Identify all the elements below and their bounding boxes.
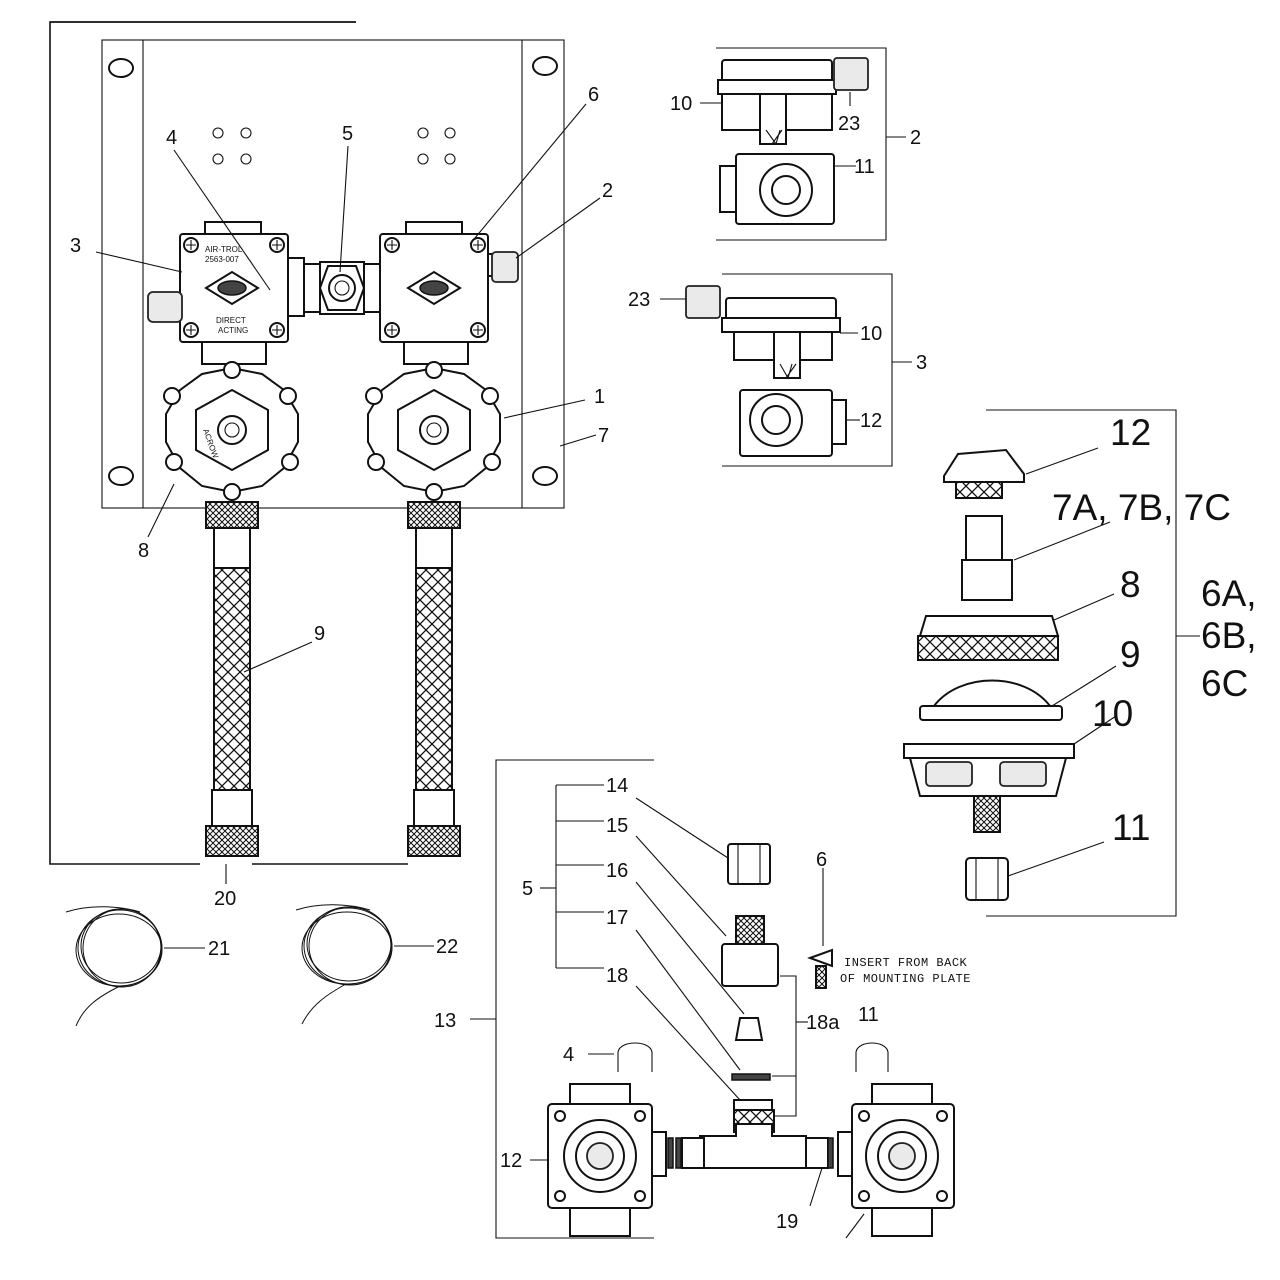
- part-17: 17: [606, 907, 628, 929]
- callout-5: 5: [342, 123, 353, 145]
- callout-20: 20: [214, 888, 236, 910]
- leader-line: [559, 434, 597, 447]
- callout-4: 4: [166, 127, 177, 149]
- detail-3-part-10: 10: [860, 323, 882, 345]
- valve-part-number-text: 2563-007: [205, 255, 239, 264]
- tubing-coil-left: 21: [65, 906, 230, 1027]
- screw-hole-group: [212, 127, 252, 165]
- center-tee: [303, 261, 381, 315]
- callout-19: 19: [776, 1211, 798, 1233]
- part-15: 15: [606, 815, 628, 837]
- detail-6-label: 6C: [1201, 663, 1248, 704]
- callout-2: 2: [602, 180, 613, 202]
- callout-clip-11: 11: [858, 1004, 879, 1026]
- insert-note-line1: INSERT FROM BACK: [844, 956, 968, 970]
- detail-6-part-7: 7A, 7B, 7C: [1052, 487, 1231, 528]
- detail-3-part-12: 12: [860, 410, 882, 432]
- detail-2-part-11: 11: [854, 156, 875, 178]
- manifold-body-right: [837, 1083, 955, 1237]
- left-gauge: ACROW: [163, 361, 299, 501]
- detail-6-label: 6A,: [1201, 573, 1257, 614]
- group-label-5: 5: [522, 878, 533, 900]
- detail-valve-2: 2 10 23 11: [670, 47, 921, 241]
- detail-6-part-9: 9: [1120, 634, 1141, 675]
- valve-mode-text: DIRECT: [216, 316, 246, 325]
- callout-body-12: 12: [500, 1150, 522, 1172]
- callout-8: 8: [138, 540, 149, 562]
- o-ring-stack-left: [667, 1137, 682, 1169]
- callout-3: 3: [70, 235, 81, 257]
- detail-manifold-13: 13 5 14 15 16 17 18 18a: [434, 759, 971, 1239]
- callout-7: 7: [598, 425, 609, 447]
- callout-detail-3: 3: [916, 352, 927, 374]
- leader-line: [469, 103, 587, 245]
- right-gauge: [365, 361, 501, 501]
- callout-22: 22: [436, 936, 458, 958]
- detail-6-part-8: 8: [1120, 564, 1141, 605]
- leader-line: [147, 483, 175, 538]
- screw-hole-group: [417, 127, 456, 165]
- leader-line: [515, 197, 601, 259]
- leader-line: [339, 145, 349, 273]
- part-18: 18: [606, 965, 628, 987]
- callout-clip-4: 4: [563, 1044, 574, 1066]
- part-14: 14: [606, 775, 628, 797]
- detail-3-part-23: 23: [628, 289, 650, 311]
- detail-6-part-12: 12: [1110, 412, 1151, 453]
- callout-1: 1: [594, 386, 605, 408]
- manifold-body-left: [547, 1083, 667, 1237]
- mounting-slot: [532, 56, 558, 76]
- callout-21: 21: [208, 938, 230, 960]
- o-ring-stack-right: [827, 1137, 834, 1169]
- main-assembly: AIR-TROL 2563-007 DIRECT ACTING: [49, 21, 613, 865]
- part-16: 16: [606, 860, 628, 882]
- mounting-plate: [101, 39, 565, 509]
- mounting-slot: [108, 466, 134, 486]
- insert-note-line2: OF MOUNTING PLATE: [840, 972, 971, 986]
- leader-line: [173, 149, 271, 291]
- detail-6-label: 6B,: [1201, 615, 1257, 656]
- tubing-coil-right: 22: [295, 904, 458, 1025]
- leader-line: [95, 251, 183, 273]
- detail-2-part-10: 10: [670, 93, 692, 115]
- left-hose: [205, 501, 259, 857]
- hose-kit-label: 20: [214, 864, 236, 910]
- leader-line: [243, 641, 313, 673]
- callout-9: 9: [314, 623, 325, 645]
- callout-6: 6: [588, 84, 599, 106]
- left-valve: AIR-TROL 2563-007 DIRECT ACTING: [147, 221, 305, 365]
- callout-detail-2: 2: [910, 127, 921, 149]
- detail-regulator-6: 6A, 6B, 6C 12 7A, 7B, 7C 8 9 10: [903, 409, 1257, 917]
- valve-brand-text: AIR-TROL: [205, 245, 243, 254]
- detail-valve-3: 3 23 10 12: [628, 273, 927, 467]
- right-hose: [407, 501, 461, 857]
- detail-6-part-10: 10: [1092, 693, 1133, 734]
- callout-13: 13: [434, 1010, 456, 1032]
- valve-mode-text: ACTING: [218, 326, 248, 335]
- callout-18a: 18a: [806, 1012, 840, 1034]
- right-valve: [379, 221, 519, 365]
- detail-6-part-11: 11: [1112, 807, 1150, 848]
- callout-screw-6: 6: [816, 849, 827, 871]
- leader-line: [503, 399, 586, 419]
- mounting-slot: [108, 58, 134, 78]
- detail-2-part-23: 23: [838, 113, 860, 135]
- mounting-slot: [532, 466, 558, 486]
